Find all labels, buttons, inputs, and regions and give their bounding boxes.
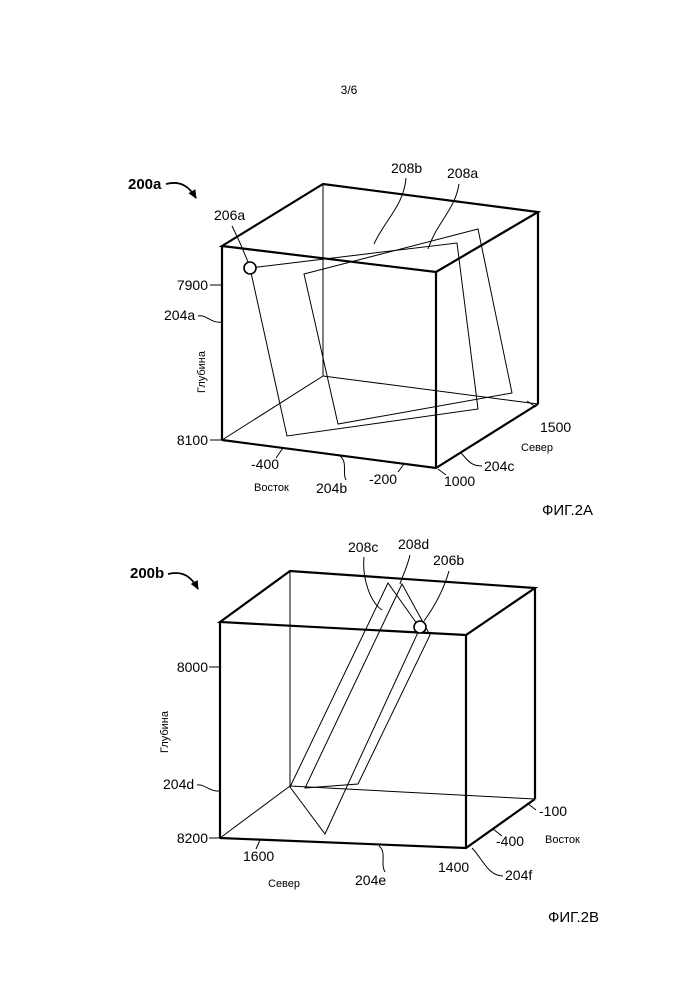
figure-caption-2a: ФИГ.2А bbox=[542, 502, 593, 519]
east-tick-minus100: -100 bbox=[539, 803, 567, 819]
north-tick-1000: 1000 bbox=[444, 473, 475, 489]
figure-ref-200b-arrow bbox=[168, 573, 198, 589]
callout-206b: 206b bbox=[433, 552, 464, 568]
depth-tick-8200: 8200 bbox=[177, 830, 208, 846]
depth-tick-8000: 8000 bbox=[177, 659, 208, 675]
callout-206a: 206a bbox=[214, 207, 245, 223]
fracture-208a bbox=[304, 229, 512, 424]
figure-ref-200b: 200b bbox=[130, 565, 164, 582]
north-axis-label-2b: Север bbox=[268, 878, 300, 890]
east-axis-label-2a: Восток bbox=[254, 482, 289, 494]
depth-axis-label-2b: Глубина bbox=[159, 710, 171, 753]
east-tick-minus400: -400 bbox=[496, 833, 524, 849]
north-tick-1400: 1400 bbox=[438, 859, 469, 875]
wellbore-206b-marker bbox=[414, 621, 426, 633]
figure-2b: 200b 208c 208d 206b Глубина 8000 bbox=[130, 536, 599, 926]
bounding-box-2b bbox=[220, 571, 535, 848]
wellbore-206a-marker bbox=[244, 262, 256, 274]
callout-208c: 208c bbox=[348, 539, 378, 555]
callout-204c: 204c bbox=[484, 458, 514, 474]
depth-axis-label-2a: Глубина bbox=[196, 350, 208, 393]
callout-208a: 208a bbox=[447, 165, 478, 181]
north-axis-label-2a: Север bbox=[521, 442, 553, 454]
east-tick-minus400: -400 bbox=[251, 456, 279, 472]
figure-caption-2b: ФИГ.2В bbox=[548, 909, 599, 926]
fracture-planes-2b bbox=[290, 583, 430, 834]
fracture-planes-2a bbox=[250, 229, 512, 436]
figure-2a: 200a 206a 208b 208a Глубина 7900 bbox=[128, 160, 593, 519]
figure-ref-200a: 200a bbox=[128, 176, 162, 193]
page-number: 3/6 bbox=[341, 83, 358, 97]
east-axis-label-2b: Восток bbox=[545, 834, 580, 846]
callout-204d: 204d bbox=[163, 776, 194, 792]
east-tick-minus200: -200 bbox=[369, 471, 397, 487]
callout-204b: 204b bbox=[316, 480, 347, 496]
north-tick-1500: 1500 bbox=[540, 419, 571, 435]
callout-208b: 208b bbox=[391, 160, 422, 176]
fracture-208c bbox=[290, 583, 420, 834]
figure-ref-200a-arrow bbox=[166, 183, 196, 198]
fracture-208b bbox=[250, 243, 478, 436]
callout-208d: 208d bbox=[398, 536, 429, 552]
callout-204f: 204f bbox=[505, 867, 532, 883]
depth-tick-7900: 7900 bbox=[177, 277, 208, 293]
north-tick-1600: 1600 bbox=[243, 848, 274, 864]
callout-204e: 204e bbox=[355, 872, 386, 888]
callout-204a: 204a bbox=[164, 307, 195, 323]
bounding-box-2a bbox=[222, 184, 538, 468]
depth-tick-8100: 8100 bbox=[177, 432, 208, 448]
fracture-208d bbox=[305, 584, 430, 788]
